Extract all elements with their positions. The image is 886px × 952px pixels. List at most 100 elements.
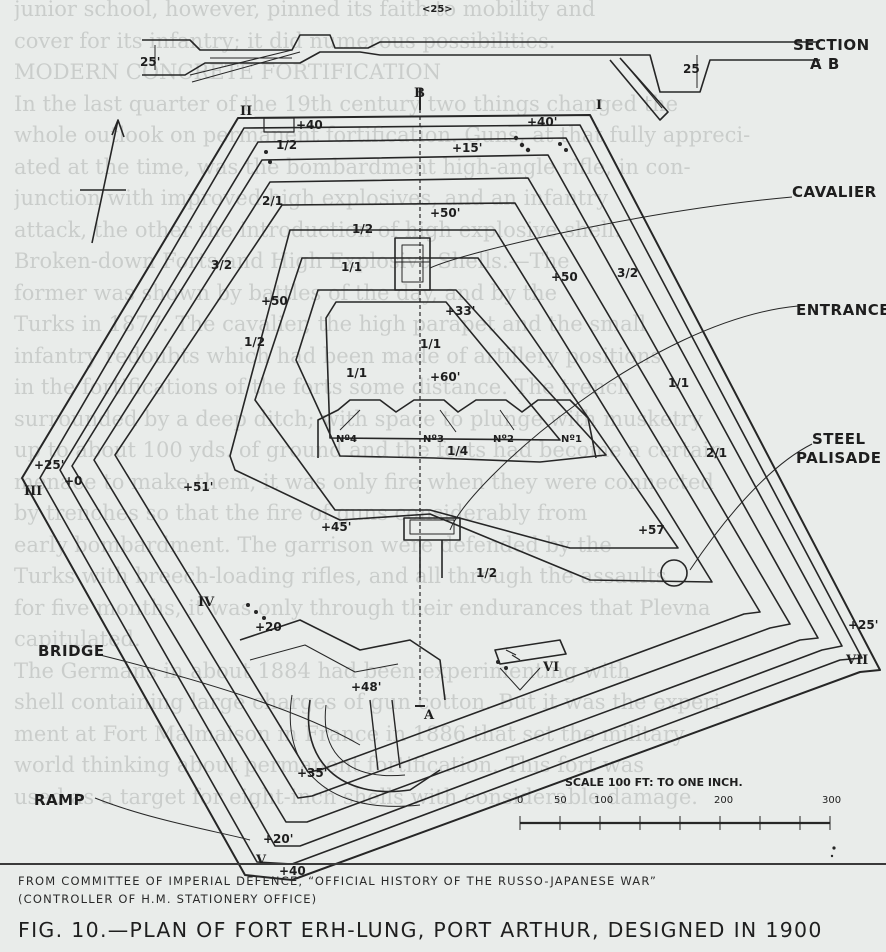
point-b: B — [414, 86, 425, 101]
elev: +25' — [848, 618, 879, 632]
label-entrance: ENTRANCE — [796, 301, 886, 319]
gorge-wall — [239, 619, 446, 701]
steel-palisade-turret — [660, 559, 688, 587]
elev: +57 — [638, 523, 665, 537]
slope: 1/1 — [341, 260, 363, 274]
elev: +48' — [351, 680, 382, 694]
section-dim-top: <25> — [422, 4, 453, 15]
elev: +40 — [296, 118, 323, 132]
bastion-VII: VII — [846, 653, 869, 668]
background-text-line: In the last quarter of the 19th century … — [14, 91, 679, 116]
leader-entrance — [449, 305, 799, 531]
background-text-line: Turks in 1877. The cavalier, the high pa… — [14, 312, 647, 336]
caponier-VI — [494, 639, 567, 665]
scale-tick-50: 50 — [554, 795, 567, 806]
label-section: SECTION — [793, 36, 870, 54]
elev: +20 — [255, 620, 282, 634]
slope: 1/1 — [346, 366, 368, 380]
elev: +35' — [297, 766, 328, 780]
bastion-V: V — [256, 853, 267, 868]
slope: 2/1 — [706, 446, 728, 460]
caption-divider — [0, 863, 886, 865]
escarp-line — [59, 137, 843, 847]
leader-steel — [689, 443, 813, 571]
bridge-arc — [307, 699, 441, 793]
terrace-1 — [229, 229, 713, 583]
background-text-line: world thinking about permanent fortifica… — [14, 753, 645, 777]
slope: 1/2 — [352, 222, 374, 236]
background-text-line: up to about 100 yds. of ground and the f… — [14, 438, 723, 462]
figure-caption: FIG. 10.—PLAN OF FORT ERH-LUNG, PORT ART… — [18, 918, 823, 942]
scale-tick-0: 0 — [517, 795, 524, 806]
section-dim-left: 25' — [140, 55, 161, 69]
background-text-line: junior school, however, pinned its faith… — [14, 0, 596, 21]
terrace-2 — [254, 257, 679, 549]
label-section-ab: A B — [810, 55, 840, 73]
bridge-deck — [369, 699, 401, 771]
elev: +25' — [34, 458, 65, 472]
background-text-line: by trenches so that the fire of guns con… — [14, 501, 588, 525]
bastion-VI: VI — [543, 660, 560, 675]
north-arrow — [91, 119, 125, 244]
background-text-line: ated at the time, was the bombardment hi… — [14, 154, 691, 179]
slope: 3/2 — [211, 258, 233, 272]
elev: +60' — [430, 370, 461, 384]
scale-tick-100: 100 — [594, 795, 614, 806]
elev: +40' — [527, 115, 558, 129]
gun-position-dots — [246, 135, 836, 858]
slope: 1/2 — [244, 335, 266, 349]
bastion-IV: IV — [198, 595, 215, 610]
bastion-III: III — [24, 484, 43, 499]
scale-tick-300: 300 — [822, 795, 842, 806]
gun-4-label: Nº4 — [336, 434, 357, 445]
scale-tick-200: 200 — [714, 795, 734, 806]
leader-cavalier — [429, 196, 793, 269]
background-text-line: ment at Fort Malmaison in France in 1886… — [14, 721, 685, 746]
label-cavalier: CAVALIER — [792, 183, 877, 201]
elev: +50 — [551, 270, 578, 284]
background-text-line: shell containing large charges of gun co… — [14, 690, 728, 714]
elev: +45' — [321, 520, 352, 534]
elev: +0 — [64, 474, 83, 488]
point-a: A — [424, 708, 435, 723]
elev: +20' — [263, 832, 294, 846]
fort-plan-drawing — [21, 34, 881, 881]
background-text-line: infantry redoubts which had been made of… — [14, 343, 662, 368]
background-text-line: in the fortifications of the forts some … — [14, 375, 631, 399]
rampart-inner — [114, 202, 761, 773]
elev: +15' — [452, 141, 483, 155]
slope: 1/1 — [668, 376, 690, 390]
cavalier-traverse — [394, 237, 431, 291]
section-profile — [142, 34, 820, 121]
terrace-3 — [295, 289, 607, 463]
slope: 1/2 — [476, 566, 498, 580]
gun-2-label: Nº2 — [493, 434, 514, 445]
label-bridge: BRIDGE — [38, 642, 105, 660]
section-dim-right: 25 — [683, 62, 700, 76]
background-text-line: MODERN CONCRETE FORTIFICATION — [14, 60, 442, 84]
ditch-counterscarp — [39, 124, 863, 865]
scale-title: SCALE 100 FT: TO ONE INCH. — [565, 776, 743, 789]
gun-1-label: Nº1 — [561, 434, 582, 445]
label-steel: STEEL — [812, 430, 866, 448]
slope: 1/1 — [420, 337, 442, 351]
background-text-line: menace to make them, it was only fire wh… — [14, 469, 714, 494]
leader-ramp — [94, 797, 251, 841]
background-text-line: for five months, it was only through the… — [14, 595, 711, 620]
elev: +51' — [183, 480, 214, 494]
parapet-inner — [93, 177, 791, 799]
fort-plan-plate: junior school, however, pinned its faith… — [14, 0, 886, 881]
label-ramp: RAMP — [34, 791, 86, 809]
bastion-II: II — [240, 104, 253, 119]
label-palisade: PALISADE — [796, 449, 882, 467]
slope: 1/2 — [276, 138, 298, 152]
terrace-4 — [325, 301, 561, 441]
leader-bridge — [99, 654, 361, 746]
entrance-block — [403, 517, 461, 541]
slope: 1/4 — [447, 444, 469, 458]
source-line-2: (CONTROLLER OF H.M. STATIONERY OFFICE) — [18, 892, 318, 906]
gun-casemates — [317, 399, 597, 459]
background-text-line: capitulated. — [14, 627, 141, 651]
parapet-outer — [71, 154, 819, 823]
elev: +50' — [430, 206, 461, 220]
